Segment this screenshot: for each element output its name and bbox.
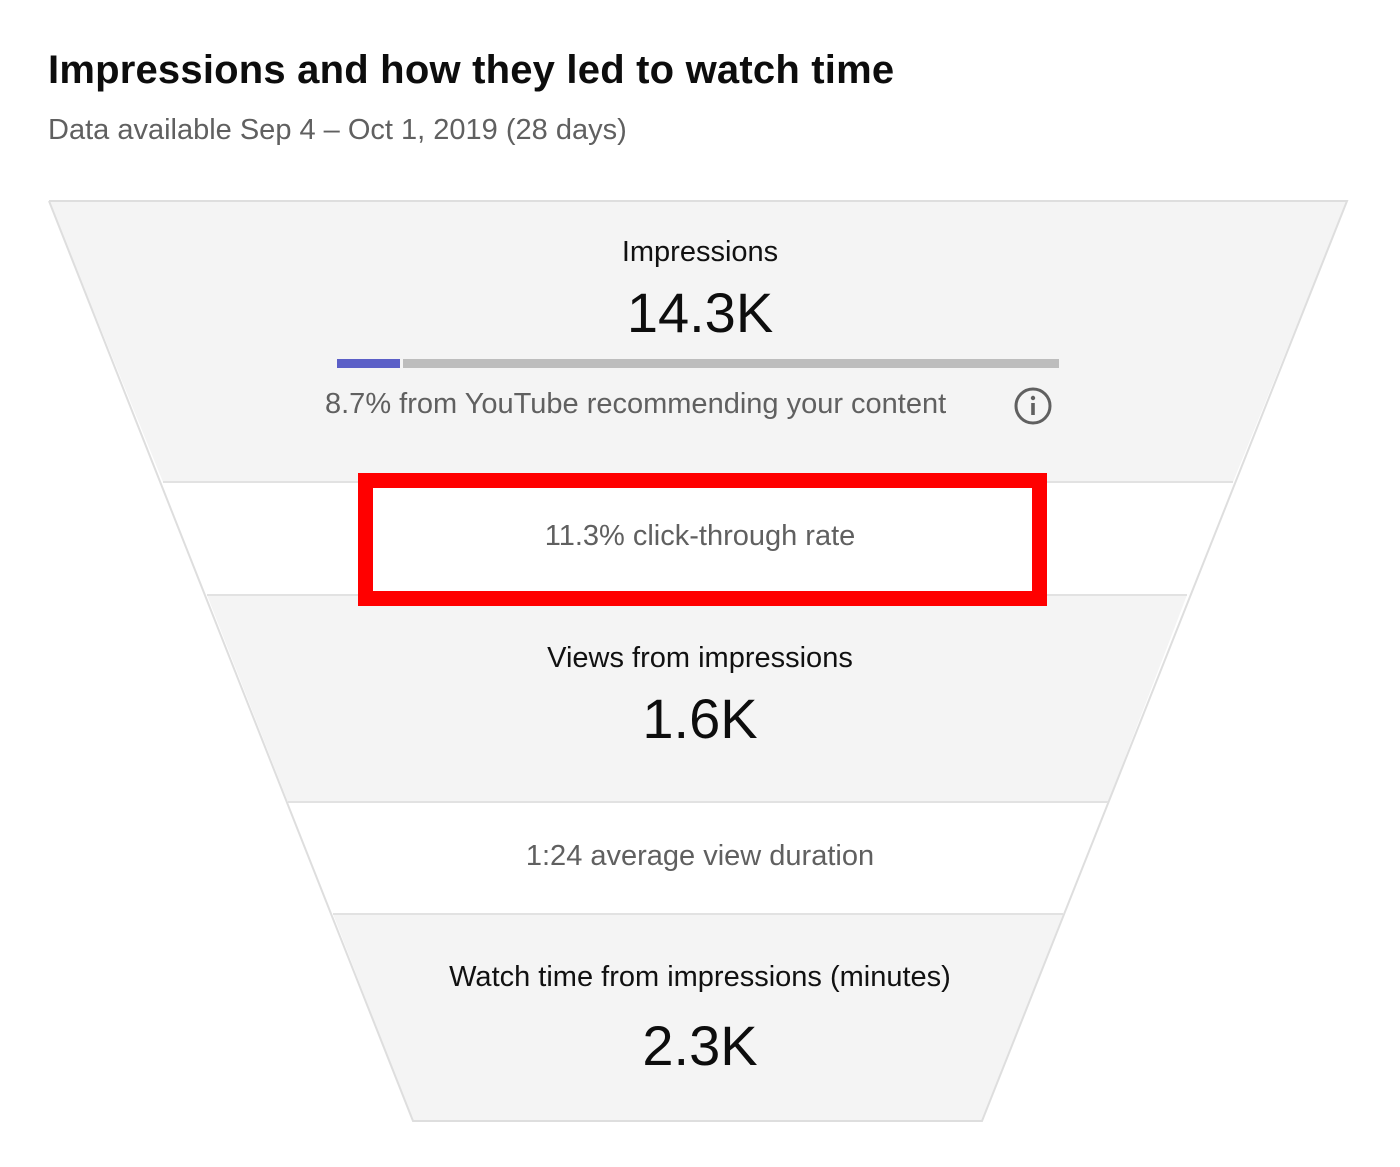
funnel-band-impressions bbox=[49, 201, 1347, 482]
recommendation-progress-bar bbox=[337, 359, 1059, 368]
funnel-band-views bbox=[207, 595, 1187, 802]
watch-time-label: Watch time from impressions (minutes) bbox=[449, 961, 951, 993]
funnel-band-watch-time bbox=[333, 914, 1063, 1121]
impressions-value: 14.3K bbox=[626, 281, 774, 344]
highlight-annotation-box bbox=[358, 473, 1047, 606]
recommendation-progress-fill bbox=[337, 359, 400, 368]
average-view-duration-text: 1:24 average view duration bbox=[525, 840, 875, 872]
progress-separator bbox=[400, 359, 403, 368]
date-range-subtitle: Data available Sep 4 – Oct 1, 2019 (28 d… bbox=[48, 114, 627, 146]
views-label: Views from impressions bbox=[547, 642, 853, 674]
card-title: Impressions and how they led to watch ti… bbox=[48, 48, 895, 92]
recommendation-share-text: 8.7% from YouTube recommending your cont… bbox=[325, 388, 947, 420]
info-icon[interactable] bbox=[1013, 386, 1053, 426]
views-value: 1.6K bbox=[642, 687, 758, 750]
funnel-band-ctr bbox=[163, 482, 1233, 595]
impressions-label: Impressions bbox=[621, 236, 779, 268]
watch-time-value: 2.3K bbox=[642, 1014, 758, 1077]
funnel-band-avd bbox=[288, 802, 1108, 914]
click-through-rate-text: 11.3% click-through rate bbox=[544, 520, 856, 552]
funnel-outline bbox=[48, 200, 1349, 1122]
